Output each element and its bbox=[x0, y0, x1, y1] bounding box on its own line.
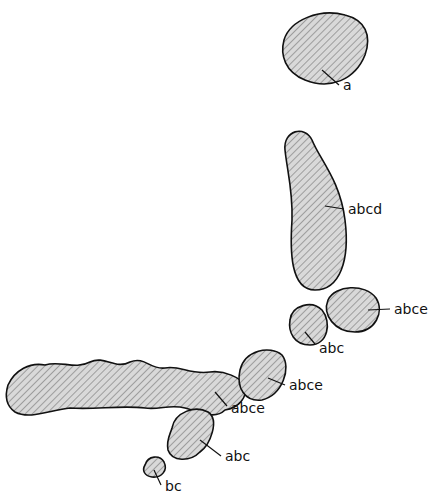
part-label: abce bbox=[288, 377, 324, 393]
part-label: abc bbox=[318, 340, 345, 356]
leader-line bbox=[215, 392, 227, 406]
leader-line bbox=[368, 309, 390, 310]
blob bbox=[290, 305, 328, 345]
blob bbox=[144, 457, 166, 477]
leader-line bbox=[200, 440, 221, 456]
leader-line bbox=[305, 332, 315, 344]
leader-line bbox=[325, 206, 344, 209]
part-label: abcd bbox=[347, 201, 383, 217]
part-label: bc bbox=[164, 478, 183, 494]
leader-line bbox=[322, 70, 339, 85]
part-label: abc bbox=[224, 448, 251, 464]
part-label: a bbox=[342, 77, 353, 93]
leader-line bbox=[268, 378, 285, 385]
blob bbox=[285, 131, 346, 290]
part-label: abce bbox=[393, 301, 429, 317]
leader-line bbox=[154, 470, 161, 485]
blob bbox=[167, 409, 213, 459]
blob bbox=[239, 350, 286, 400]
part-label: abce bbox=[230, 400, 266, 416]
blob bbox=[6, 360, 245, 415]
